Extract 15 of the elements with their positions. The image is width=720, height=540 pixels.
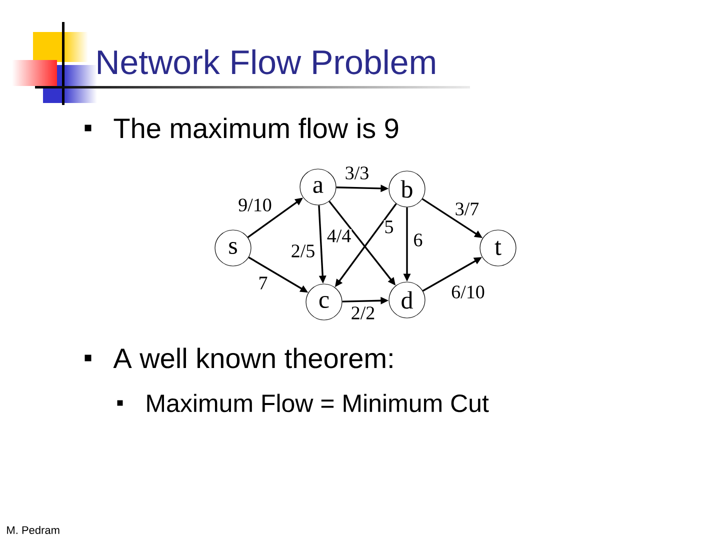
edge-label: 4/4 bbox=[326, 229, 352, 243]
slide-title: Network Flow Problem bbox=[98, 49, 435, 74]
edge-label: 2/2 bbox=[350, 306, 376, 320]
footer-text: M. Pedram bbox=[7, 526, 60, 534]
edge-label: 6/10 bbox=[450, 285, 486, 299]
edge-label: 9/10 bbox=[238, 198, 272, 212]
bullet-text: Maximum Flow = Minimum Cut bbox=[147, 394, 489, 412]
edge-label: 3/3 bbox=[344, 166, 370, 180]
edge-label: 3/7 bbox=[454, 202, 480, 216]
bullet-text: The maximum flow is 9 bbox=[114, 118, 398, 138]
edge-label: 5 bbox=[384, 220, 394, 234]
edge-label: 6 bbox=[412, 233, 424, 247]
edge-label: 2/5 bbox=[290, 244, 316, 258]
edge-label: 7 bbox=[258, 276, 268, 290]
bullet-text: A well known theorem: bbox=[113, 348, 392, 368]
